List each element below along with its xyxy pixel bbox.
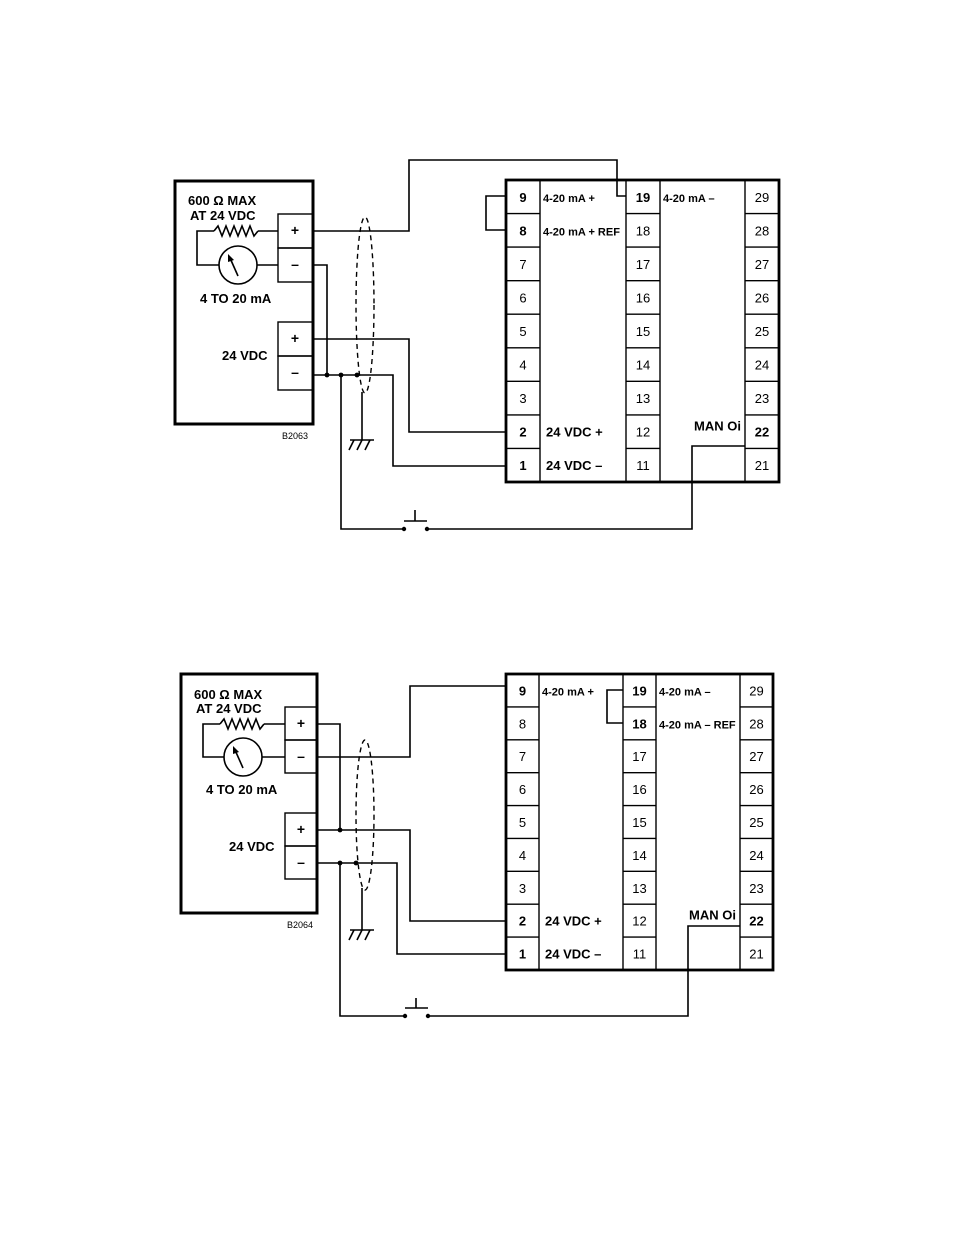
terminal-number: 19 [632, 683, 646, 698]
terminal-label: 24 VDC + [545, 914, 602, 929]
resistor-icon [219, 716, 265, 732]
terminal-label: 24 VDC – [546, 458, 602, 473]
terminal-label: 4-20 mA + [543, 193, 595, 205]
terminal-number: 21 [749, 947, 763, 962]
transmitter-box [179, 672, 319, 915]
terminal-number: 14 [636, 358, 650, 373]
terminal-minus-supply: – [297, 854, 305, 870]
terminal-number: 19 [636, 190, 650, 205]
terminal-label: 24 VDC + [546, 425, 603, 440]
terminal-number: 24 [755, 358, 769, 373]
terminal-number: 7 [519, 257, 526, 272]
terminal-number: 16 [636, 290, 650, 305]
terminal-number: 2 [519, 425, 526, 440]
terminal-number: 27 [749, 749, 763, 764]
terminal-block: 9 19 29 4-20 mA + 4-20 mA – 8 18 28 4-20 mA – RE… [504, 672, 775, 972]
terminal-number: 8 [519, 716, 526, 731]
meter-icon [223, 737, 263, 777]
terminal-plus-supply: + [297, 821, 305, 837]
terminal-number: 28 [755, 223, 769, 238]
terminal-label: 4-20 mA – [659, 686, 711, 698]
terminal-number: 28 [749, 716, 763, 731]
terminal-number: 21 [755, 458, 769, 473]
terminal-label: 4-20 mA + [542, 686, 594, 698]
terminal-block: 9 19 29 4-20 mA + 4-20 mA – 8 18 28 4-20 mA + RE… [504, 178, 781, 484]
meter-label: 4 TO 20 mA [200, 291, 272, 306]
resistor-label-line1: 600 Ω MAX [194, 687, 263, 702]
supply-label: 24 VDC [222, 348, 268, 363]
terminal-number: 24 [749, 848, 763, 863]
terminal-number: 16 [632, 782, 646, 797]
ground-icon [348, 929, 374, 941]
ground-icon [348, 439, 374, 451]
terminal-number: 26 [755, 290, 769, 305]
transmitter-box [173, 179, 315, 426]
terminal-number: 25 [749, 815, 763, 830]
terminal-number: 1 [519, 947, 526, 962]
terminal-number: 14 [632, 848, 646, 863]
terminal-number: 1 [519, 458, 526, 473]
resistor-label-line1: 600 Ω MAX [188, 193, 257, 208]
terminal-number: 8 [519, 223, 526, 238]
terminal-number: 17 [636, 257, 650, 272]
terminal-label: 4-20 mA – REF [659, 719, 736, 731]
terminal-label: 4-20 mA – [663, 193, 715, 205]
diagram-b2063: 600 Ω MAX AT 24 VDC 4 TO 20 mA 24 VDC + … [173, 159, 781, 532]
terminal-number: 26 [749, 782, 763, 797]
terminal-number: 9 [519, 683, 526, 698]
terminal-number: 13 [636, 391, 650, 406]
terminal-number: 29 [749, 683, 763, 698]
terminal-minus-supply: – [291, 364, 299, 380]
cable-shield [355, 216, 375, 394]
terminal-number: 29 [755, 190, 769, 205]
terminal-number: 3 [519, 881, 526, 896]
terminal-plus-signal: + [297, 715, 305, 731]
terminal-number: 22 [749, 914, 763, 929]
terminal-number: 15 [636, 324, 650, 339]
terminal-label: MAN Oi [689, 908, 736, 923]
terminal-label: 4-20 mA + REF [543, 226, 620, 238]
diagram-b2064: 600 Ω MAX AT 24 VDC 4 TO 20 mA 24 VDC + … [179, 672, 775, 1019]
terminal-number: 22 [755, 425, 769, 440]
terminal-number: 27 [755, 257, 769, 272]
terminal-number: 6 [519, 782, 526, 797]
terminal-number: 23 [755, 391, 769, 406]
terminal-minus-signal: – [291, 256, 299, 272]
terminal-number: 4 [519, 848, 526, 863]
terminal-number: 12 [636, 425, 650, 440]
terminal-label: MAN Oi [694, 419, 741, 434]
cable-shield [355, 739, 375, 891]
terminal-number: 23 [749, 881, 763, 896]
terminal-number: 18 [632, 716, 646, 731]
terminal-number: 7 [519, 749, 526, 764]
resistor-icon [213, 223, 259, 239]
meter-icon [218, 245, 258, 285]
terminal-number: 18 [636, 223, 650, 238]
resistor-label-line2: AT 24 VDC [196, 701, 262, 716]
terminal-number: 4 [519, 358, 526, 373]
terminal-number: 11 [633, 947, 647, 962]
terminal-plus-supply: + [291, 330, 299, 346]
terminal-number: 5 [519, 324, 526, 339]
terminal-number: 15 [632, 815, 646, 830]
terminal-number: 12 [632, 914, 646, 929]
meter-label: 4 TO 20 mA [206, 782, 278, 797]
terminal-plus-signal: + [291, 222, 299, 238]
terminal-number: 3 [519, 391, 526, 406]
terminal-number: 25 [755, 324, 769, 339]
figure-id: B2063 [282, 431, 308, 441]
terminal-number: 5 [519, 815, 526, 830]
terminal-number: 17 [632, 749, 646, 764]
terminal-minus-signal: – [297, 748, 305, 764]
terminal-number: 13 [632, 881, 646, 896]
terminal-number: 11 [636, 458, 650, 473]
terminal-number: 2 [519, 914, 526, 929]
terminal-number: 6 [519, 290, 526, 305]
supply-label: 24 VDC [229, 839, 275, 854]
terminal-number: 9 [519, 190, 526, 205]
figure-id: B2064 [287, 920, 313, 930]
resistor-label-line2: AT 24 VDC [190, 208, 256, 223]
terminal-label: 24 VDC – [545, 947, 601, 962]
